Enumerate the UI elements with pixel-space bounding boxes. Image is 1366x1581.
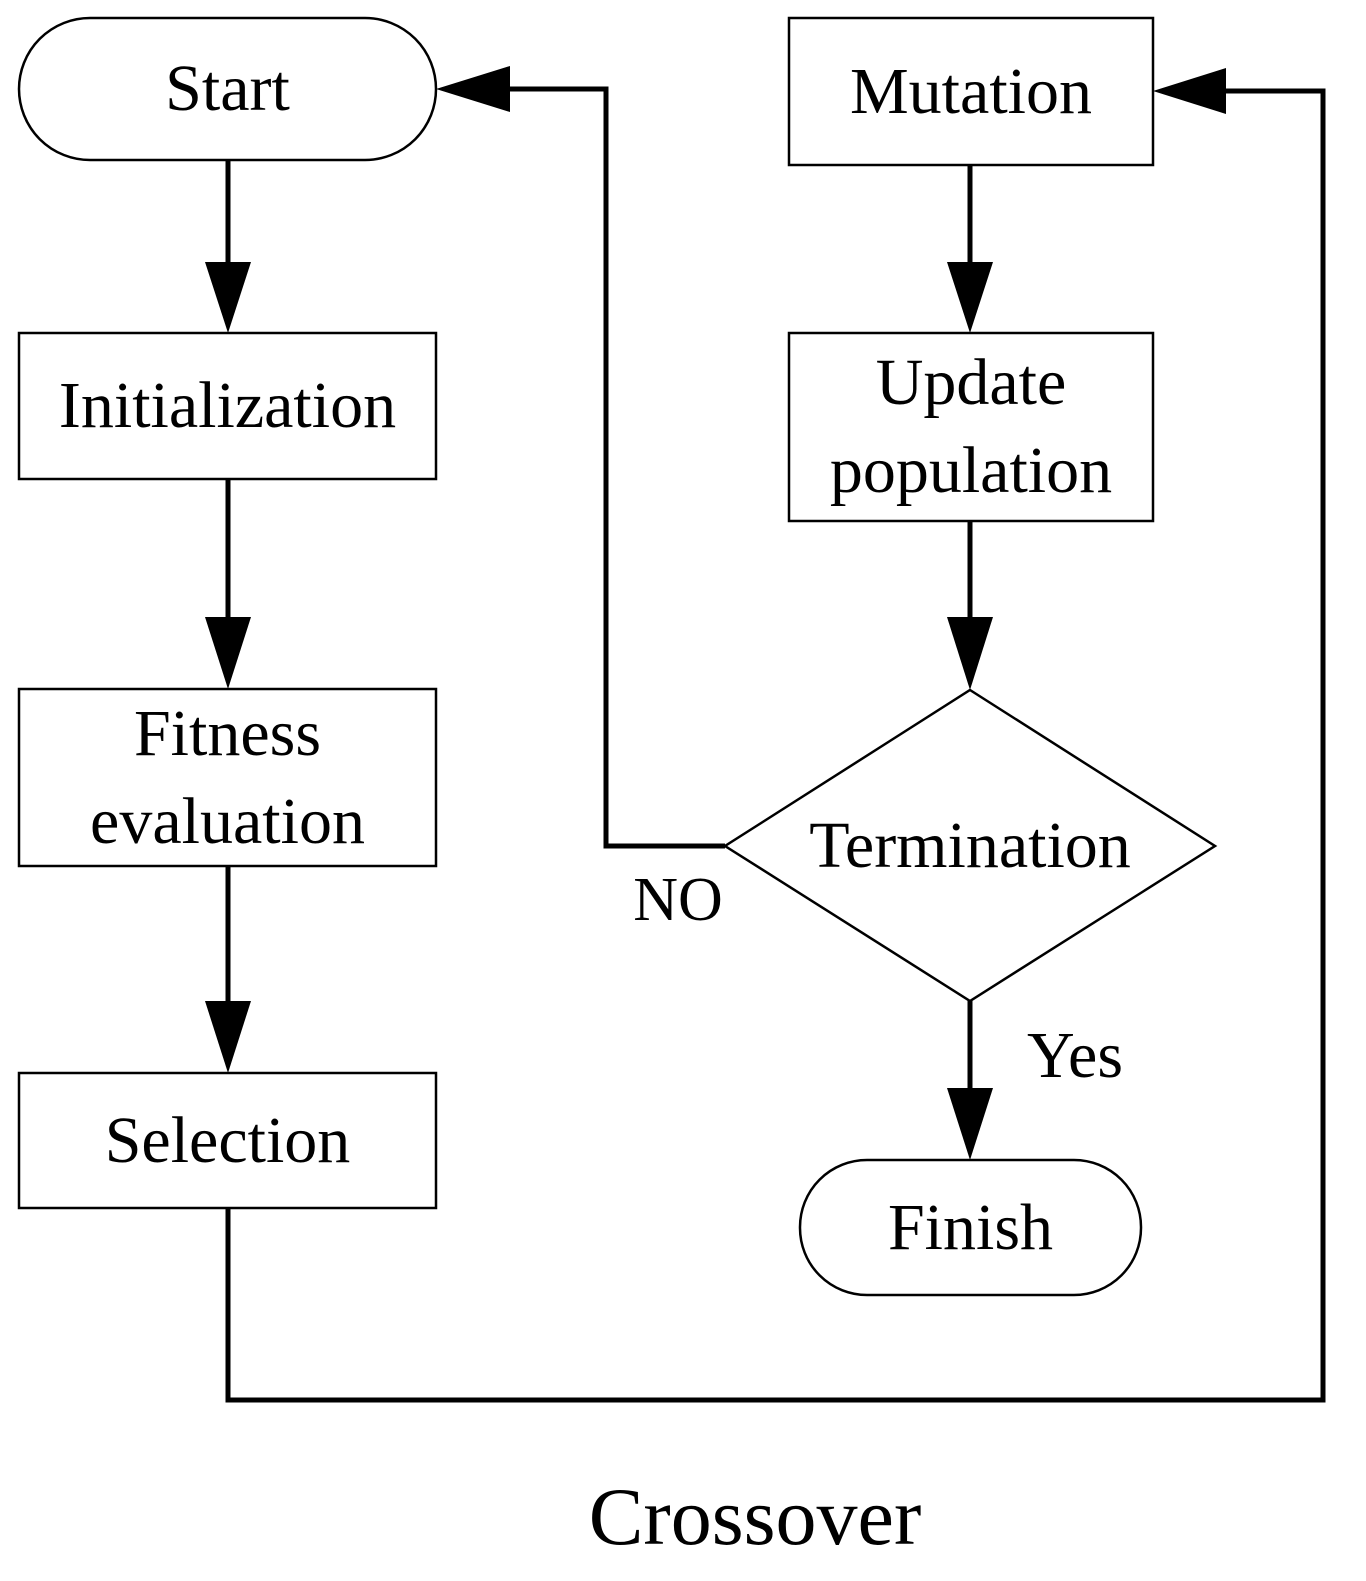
mutation-text: Mutation — [850, 54, 1092, 128]
update-population-label: Update population — [789, 333, 1153, 521]
arrowhead-fitness — [205, 617, 251, 689]
arrowhead-mutation — [1153, 68, 1226, 114]
update-text-line1: Update — [875, 346, 1067, 419]
start-label: Start — [19, 18, 436, 160]
no-edge-label: NO — [610, 856, 746, 944]
fitness-text-line1: Fitness — [133, 696, 322, 770]
update-text-line2: population — [829, 434, 1113, 507]
initialization-text: Initialization — [58, 369, 397, 442]
crossover-text: Crossover — [588, 1471, 922, 1562]
finish-terminal-shape — [798, 1158, 1143, 1297]
selection-box — [17, 1071, 438, 1210]
start-text: Start — [165, 52, 290, 125]
arrowhead-finish — [947, 1088, 993, 1160]
termination-text: Termination — [809, 809, 1131, 882]
finish-label: Finish — [800, 1160, 1141, 1295]
selection-text: Selection — [104, 1103, 351, 1177]
arrowhead-update-population — [947, 262, 993, 333]
arrowhead-initialization — [205, 262, 251, 333]
crossover-caption: Crossover — [505, 1467, 1005, 1567]
fitness-evaluation-label: Fitness evaluation — [19, 689, 436, 866]
initialization-label: Initialization — [19, 333, 436, 479]
selection-label: Selection — [19, 1073, 436, 1208]
no-text: NO — [633, 866, 723, 934]
fitness-text-line2: evaluation — [90, 784, 365, 858]
connector-termination-no-to-start — [498, 86, 725, 849]
yes-edge-label: Yes — [1005, 1012, 1145, 1100]
arrowhead-selection — [205, 1001, 251, 1073]
termination-label: Termination — [760, 800, 1180, 892]
fitness-evaluation-box — [17, 687, 438, 868]
arrowhead-termination — [947, 617, 993, 690]
initialization-box — [17, 331, 438, 481]
connector-selection-to-mutation — [225, 88, 1326, 1403]
finish-text: Finish — [887, 1190, 1054, 1264]
mutation-label: Mutation — [789, 18, 1153, 165]
arrowhead-start — [436, 66, 510, 112]
yes-text: Yes — [1026, 1019, 1124, 1092]
